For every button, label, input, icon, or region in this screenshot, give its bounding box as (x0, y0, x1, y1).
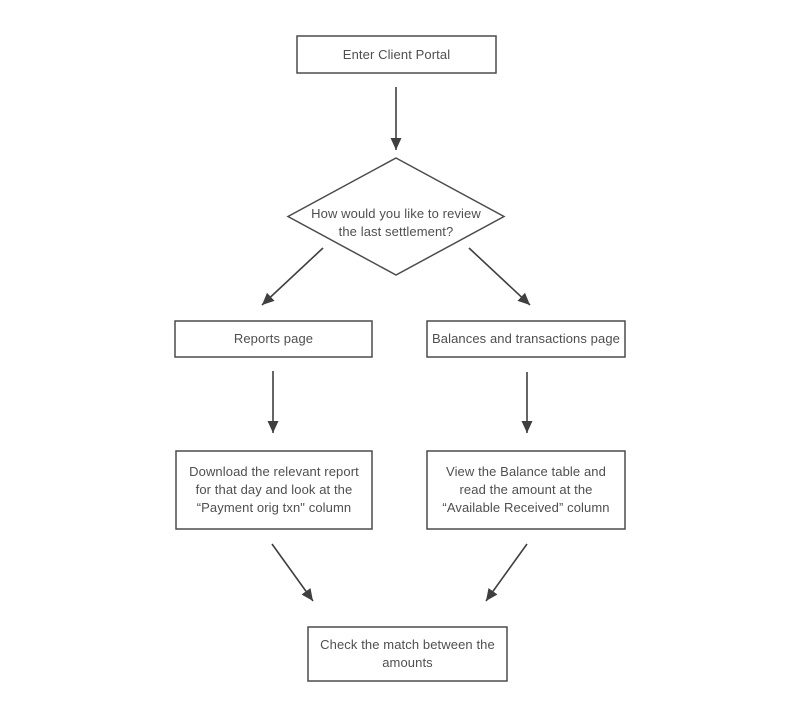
node-reports-box (174, 320, 373, 358)
node-download-box (175, 450, 373, 530)
arrow-decision-to-balances (468, 247, 531, 306)
node-balances-box (426, 320, 626, 358)
arrow-decision-to-reports (261, 247, 324, 306)
arrow-download-to-check (271, 543, 314, 602)
node-start-box (296, 35, 497, 74)
node-check-box (307, 626, 508, 682)
node-view-box (426, 450, 626, 530)
decision-diamond (286, 157, 506, 276)
arrow-view-to-check (485, 543, 528, 602)
